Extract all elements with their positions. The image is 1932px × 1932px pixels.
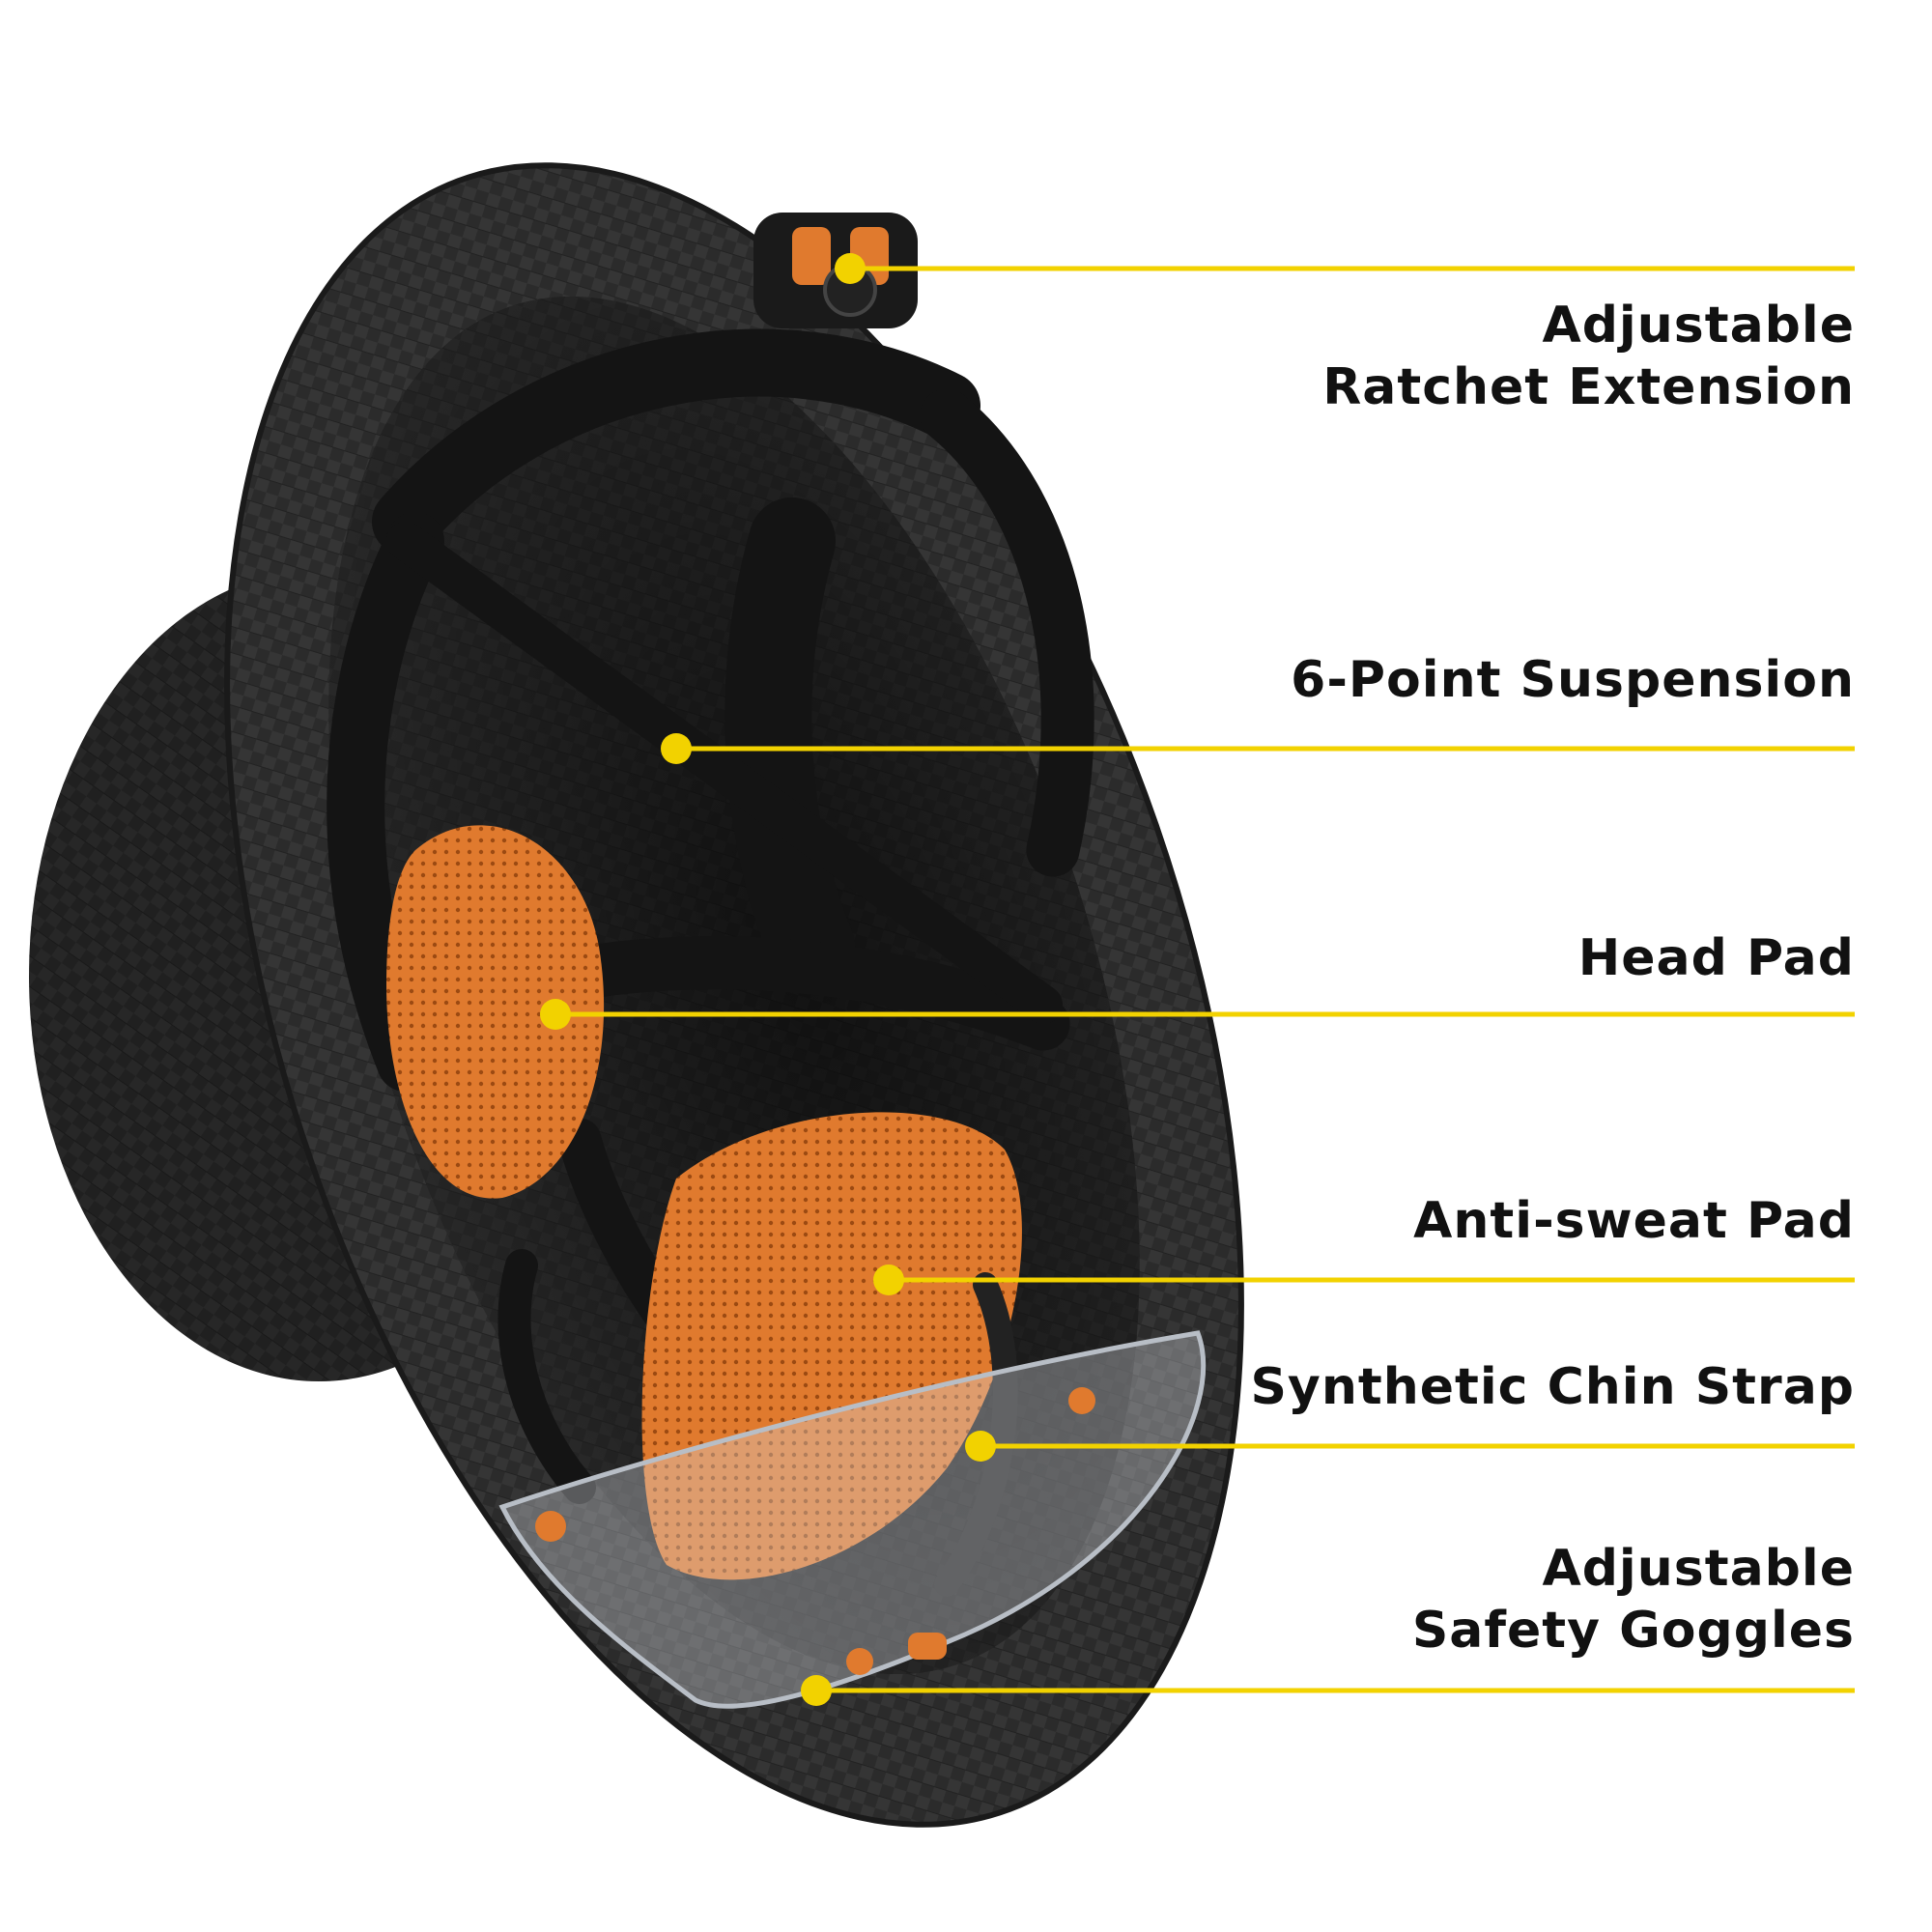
- chin-strap: [934, 1272, 1018, 1597]
- callout-safety-goggles: Adjustable Safety Goggles: [1412, 1538, 1855, 1662]
- callout-line: Anti-sweat Pad: [1413, 1192, 1855, 1250]
- callout-synthetic-chin-strap: Synthetic Chin Strap: [1250, 1356, 1855, 1418]
- safety-goggles: [498, 1330, 1207, 1709]
- callout-line: Ratchet Extension: [1322, 358, 1855, 416]
- callout-line: 6-Point Suspension: [1291, 651, 1855, 709]
- leader-lines: [540, 253, 1855, 1706]
- head-pad: [386, 825, 605, 1199]
- callout-line: Safety Goggles: [1411, 1602, 1855, 1660]
- orange-clips: [535, 1387, 1095, 1675]
- callout-6-point-suspension: 6-Point Suspension: [1291, 649, 1855, 711]
- anti-sweat-pad: [641, 1112, 1022, 1580]
- callout-ratchet-extension: Adjustable Ratchet Extension: [1322, 295, 1855, 418]
- callout-anti-sweat-pad: Anti-sweat Pad: [1413, 1190, 1855, 1252]
- callout-line: Adjustable: [1542, 297, 1855, 355]
- callout-line: Synthetic Chin Strap: [1250, 1358, 1855, 1416]
- callout-line: Adjustable: [1542, 1540, 1855, 1598]
- callout-line: Head Pad: [1577, 929, 1855, 987]
- callout-head-pad: Head Pad: [1578, 927, 1855, 989]
